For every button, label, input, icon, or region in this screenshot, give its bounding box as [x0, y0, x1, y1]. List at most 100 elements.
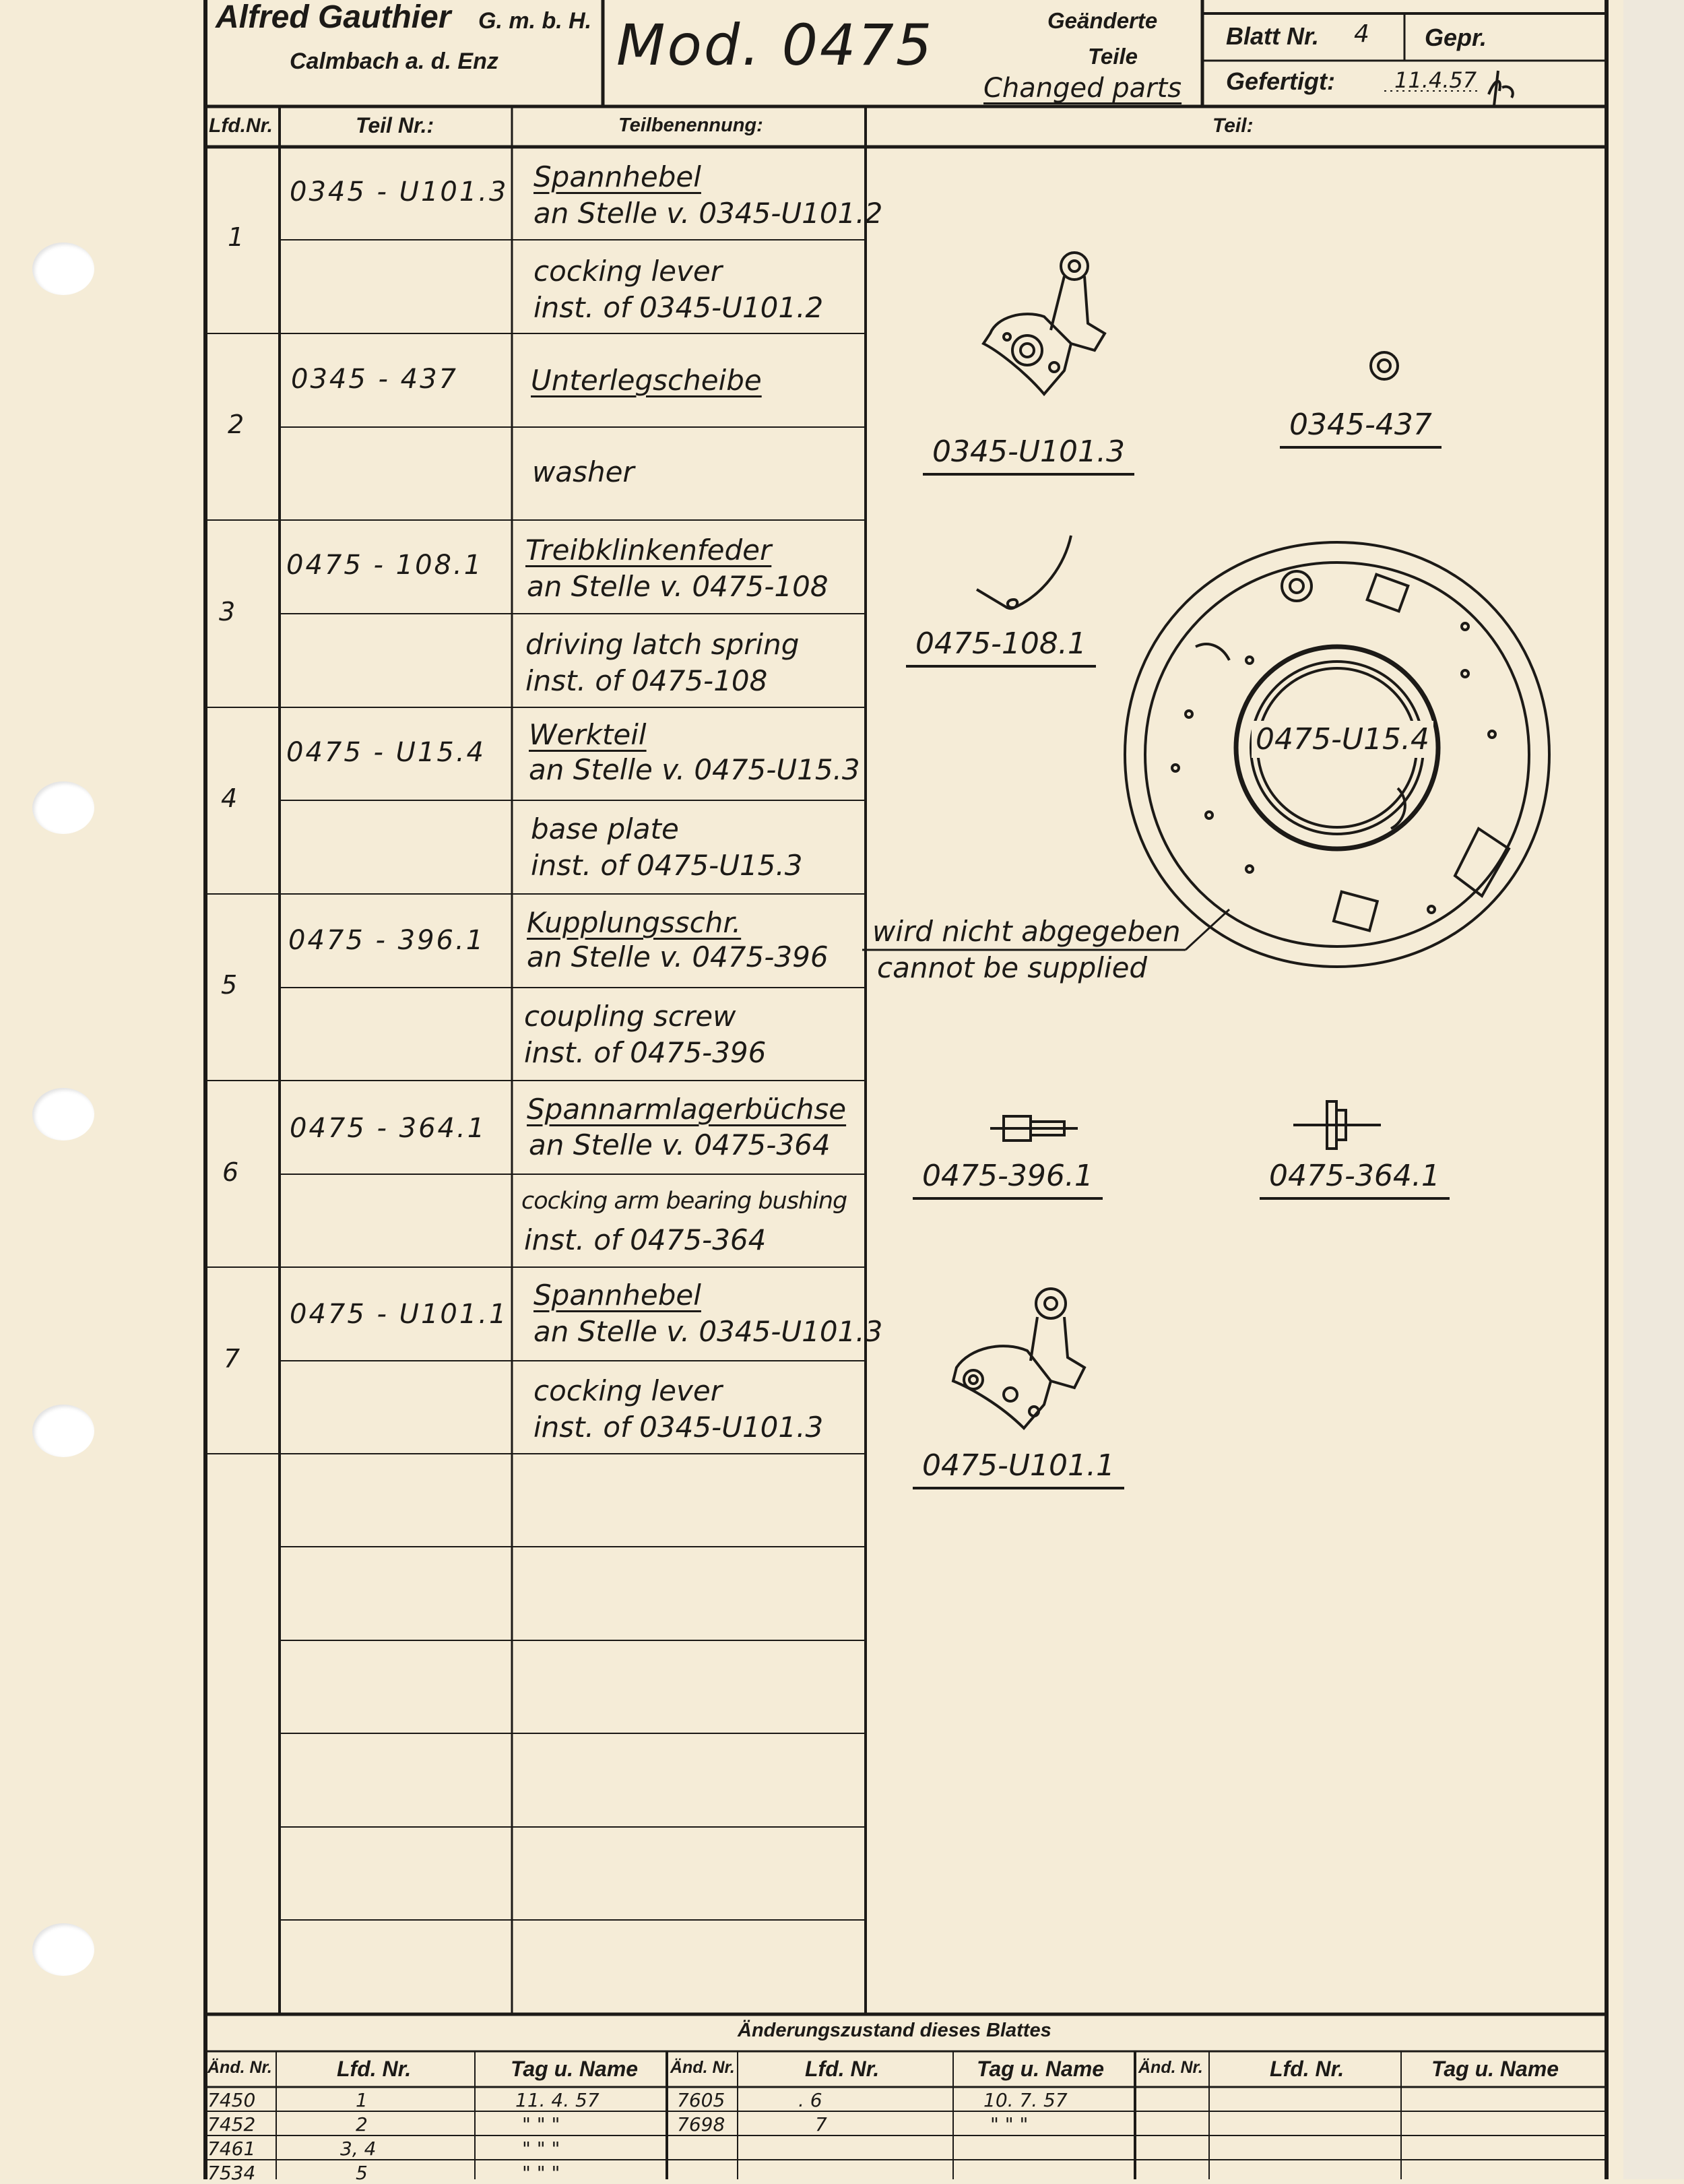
col-header-lfd-nr: Lfd.Nr.: [209, 115, 273, 137]
made-date: 11.4.57: [1394, 67, 1477, 93]
footer-change-no: 7461: [207, 2138, 256, 2160]
footer-change-no: 7452: [207, 2113, 256, 2135]
footer-head-date-name: Tag u. Name: [1431, 2057, 1559, 2081]
part-replaces-en: inst. of 0345-U101.3: [533, 1411, 824, 1444]
changed-label-de-2: Teile: [1088, 44, 1138, 69]
part-number: 0345 - U101.3: [290, 176, 509, 207]
footer-date: 11. 4. 57: [515, 2089, 600, 2111]
row-number: 1: [228, 222, 245, 252]
row-number: 7: [224, 1344, 240, 1374]
footer-date: " " ": [522, 2162, 560, 2184]
footer-date: " " ": [990, 2113, 1029, 2135]
part-name-en: cocking arm bearing bushing: [521, 1188, 847, 1215]
part-name-de: Kupplungsschr.: [527, 906, 742, 939]
drawing-label-lever-2: 0475-U101.1: [913, 1448, 1125, 1489]
note-leader-line: [862, 908, 1231, 951]
part-name-de: Treibklinkenfeder: [525, 534, 772, 567]
footer-row-no: 5: [356, 2162, 368, 2184]
footer-head-date-name: Tag u. Name: [977, 2057, 1105, 2081]
col-header-part-drawing: Teil:: [1212, 115, 1254, 137]
part-replaces-de: an Stelle v. 0345-U101.3: [533, 1315, 883, 1348]
drawing-label-washer: 0345-437: [1280, 408, 1442, 449]
part-replaces-en: inst. of 0475-364: [524, 1223, 767, 1256]
coupling-screw-drawing: [990, 1115, 1078, 1142]
part-number: 0475 - U15.4: [286, 737, 486, 768]
note-not-supplied-de: wird nicht abgegeben: [872, 915, 1181, 948]
part-number: 0475 - 108.1: [286, 550, 484, 581]
punch-hole: [32, 1405, 94, 1457]
footer-change-no: 7698: [677, 2113, 725, 2135]
row-number: 6: [222, 1157, 239, 1187]
col-header-part-name: Teilbenennung:: [618, 115, 763, 136]
punch-hole: [32, 781, 94, 834]
cocking-lever-2-drawing: [951, 1287, 1087, 1430]
part-number: 0475 - 364.1: [290, 1113, 487, 1144]
part-replaces-en: inst. of 0345-U101.2: [533, 291, 824, 324]
sheet-number-value: 4: [1354, 20, 1369, 48]
part-name-de: Spannhebel: [533, 160, 701, 193]
footer-row-no: . 6: [798, 2089, 822, 2111]
part-name-en: driving latch spring: [525, 628, 800, 661]
footer-row-no: 2: [356, 2113, 368, 2135]
part-replaces-de: an Stelle v. 0475-396: [527, 940, 829, 973]
note-not-supplied-en: cannot be supplied: [877, 951, 1148, 984]
part-name-de: Werkteil: [529, 718, 647, 751]
part-replaces-en: inst. of 0475-396: [524, 1036, 767, 1069]
changed-label-en: Changed parts: [983, 73, 1182, 104]
part-number: 0475 - 396.1: [288, 925, 486, 956]
company-city: Calmbach a. d. Enz: [290, 49, 498, 74]
footer-change-no: 7534: [207, 2162, 256, 2184]
cocking-lever-drawing: [981, 251, 1107, 397]
part-name-en: cocking lever: [533, 255, 722, 288]
part-replaces-de: an Stelle v. 0475-U15.3: [529, 753, 860, 786]
drawing-label-plate: 0475-U15.4: [1252, 721, 1434, 758]
drawing-label-screw: 0475-396.1: [913, 1159, 1103, 1200]
made-label: Gefertigt:: [1226, 67, 1335, 95]
footer-date: " " ": [522, 2138, 560, 2160]
checked-label: Gepr.: [1425, 24, 1487, 51]
company-name: Alfred Gauthier: [216, 0, 451, 35]
footer-head-change-no: Änd. Nr.: [1138, 2058, 1203, 2077]
footer-date: 10. 7. 57: [983, 2089, 1068, 2111]
drawing-label-spring: 0475-108.1: [906, 627, 1096, 668]
part-replaces-de: an Stelle v. 0475-108: [527, 570, 829, 603]
page-edge: [1623, 0, 1684, 2179]
row-number: 5: [221, 970, 238, 1000]
footer-change-no: 7450: [207, 2089, 256, 2111]
footer-row-no: 3, 4: [340, 2138, 377, 2160]
footer-date: " " ": [522, 2113, 560, 2135]
row-number: 2: [228, 410, 245, 439]
revision-table-title: Änderungszustand dieses Blattes: [738, 2020, 1051, 2041]
footer-head-row-no: Lfd. Nr.: [805, 2057, 880, 2081]
footer-head-row-no: Lfd. Nr.: [337, 2057, 412, 2081]
col-header-part-number: Teil Nr.:: [356, 113, 434, 137]
part-replaces-de: an Stelle v. 0475-364: [529, 1128, 831, 1161]
footer-row-no: 1: [356, 2089, 368, 2111]
bushing-drawing: [1293, 1100, 1381, 1150]
model-title: Mod. 0475: [616, 12, 934, 78]
row-number: 3: [219, 597, 236, 627]
punch-hole: [32, 243, 94, 295]
footer-head-date-name: Tag u. Name: [511, 2057, 639, 2081]
part-replaces-de: an Stelle v. 0345-U101.2: [533, 197, 883, 230]
part-replaces-en: inst. of 0475-U15.3: [531, 849, 803, 882]
part-number: 0345 - 437: [291, 364, 459, 395]
drawing-label-lever-1: 0345-U101.3: [923, 435, 1135, 476]
part-name-en: washer: [532, 455, 635, 488]
part-name-en: cocking lever: [533, 1374, 722, 1407]
footer-change-no: 7605: [677, 2089, 725, 2111]
initials-signature: [1487, 70, 1514, 106]
part-replaces-en: inst. of 0475-108: [525, 664, 768, 697]
part-number: 0475 - U101.1: [290, 1299, 509, 1330]
sheet-number-label: Blatt Nr.: [1226, 22, 1320, 50]
punch-hole: [32, 1923, 94, 1976]
footer-head-change-no: Änd. Nr.: [670, 2058, 735, 2077]
part-name-de: Unterlegscheibe: [531, 364, 762, 397]
footer-head-change-no: Änd. Nr.: [207, 2058, 272, 2077]
footer-row-no: 7: [815, 2113, 827, 2135]
date-dotted-line: [1384, 90, 1479, 92]
punch-hole: [32, 1088, 94, 1141]
footer-head-row-no: Lfd. Nr.: [1270, 2057, 1345, 2081]
company-legal-form: G. m. b. H.: [478, 8, 592, 34]
